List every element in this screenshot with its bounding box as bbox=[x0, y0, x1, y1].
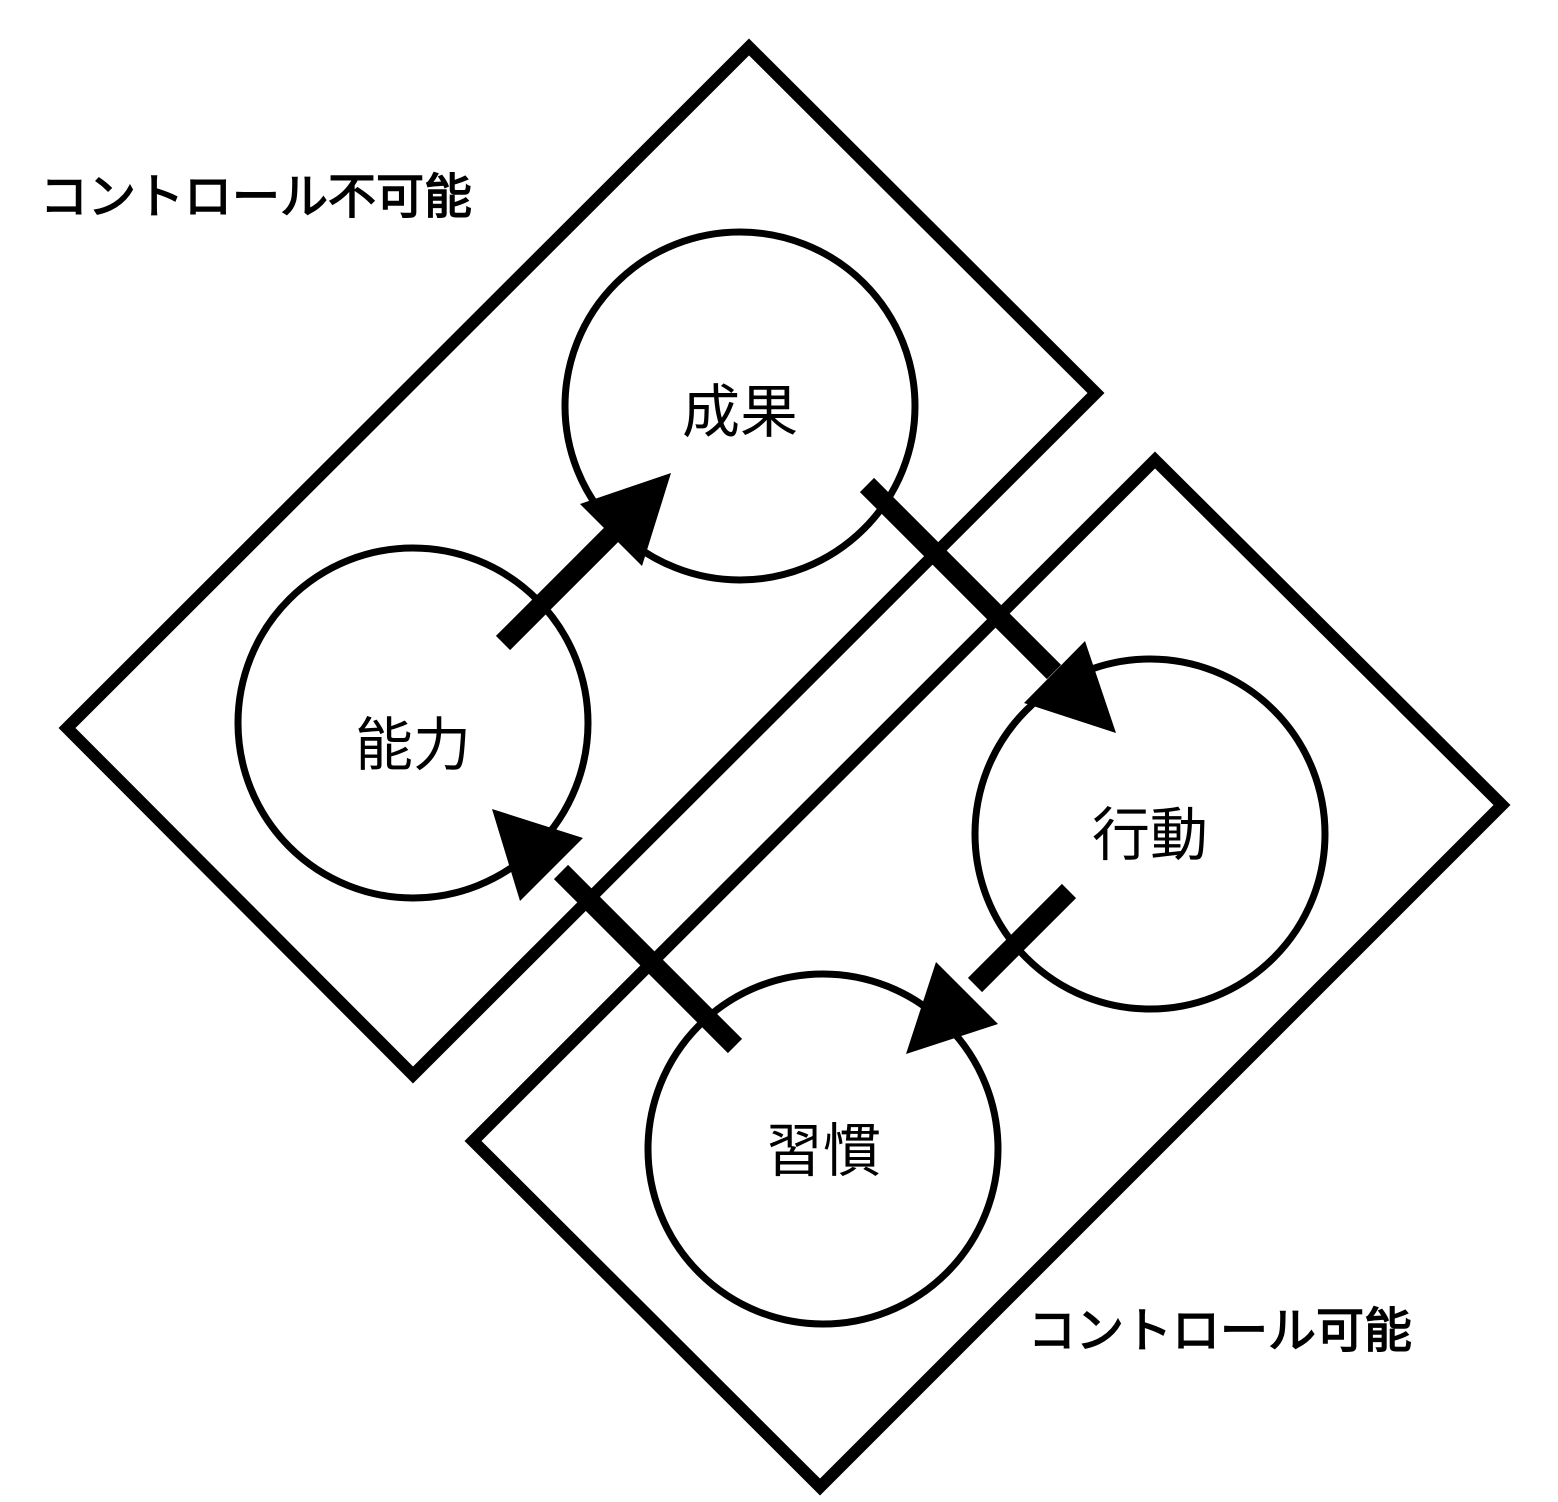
node-circle-koudou bbox=[971, 655, 1329, 1013]
arrow-head-shuukan-to-nouryoku bbox=[492, 809, 583, 901]
arrow-shaft-koudou-to-shuukan bbox=[967, 883, 1077, 993]
arrow-head-seika-to-koudou bbox=[1024, 641, 1116, 733]
arrow-shaft-seika-to-koudou bbox=[859, 477, 1062, 680]
arrow-shaft-nouryoku-to-seika bbox=[495, 516, 630, 651]
uncontrollable-zone-diamond bbox=[58, 38, 1105, 1084]
node-label-nouryoku: 能力 bbox=[355, 711, 471, 779]
arrow-head-nouryoku-to-seika bbox=[580, 473, 671, 566]
uncontrollable-zone-label: コントロール不可能 bbox=[40, 169, 473, 225]
node-circle-seika bbox=[561, 228, 919, 584]
node-circle-shuukan bbox=[644, 970, 1002, 1328]
controllable-zone-diamond bbox=[464, 451, 1511, 1496]
node-label-koudou: 行動 bbox=[1092, 801, 1208, 869]
controllable-zone-label: コントロール可能 bbox=[1028, 1303, 1413, 1359]
arrow-shaft-shuukan-to-nouryoku bbox=[553, 864, 743, 1054]
node-label-seika: 成果 bbox=[682, 378, 798, 446]
node-label-shuukan: 習慣 bbox=[765, 1117, 881, 1185]
node-circle-nouryoku bbox=[234, 544, 592, 902]
arrow-head-koudou-to-shuukan bbox=[906, 962, 998, 1054]
